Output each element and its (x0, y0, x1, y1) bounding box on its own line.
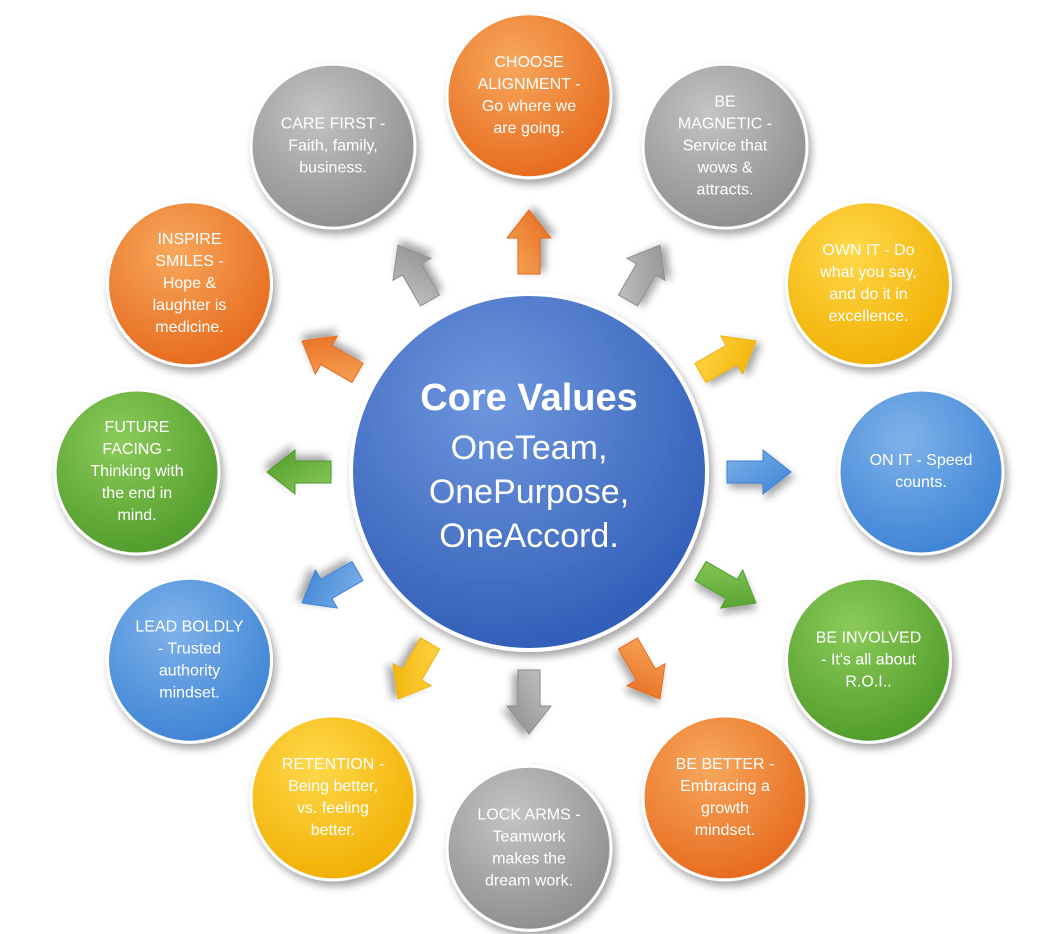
retention-circle (249, 714, 417, 882)
be-magnetic-circle (641, 62, 809, 230)
retention-label-line: RETENTION - (282, 756, 384, 773)
choose-alignment-label-line: are going. (493, 120, 564, 137)
be-magnetic-label-line: wows & (696, 159, 752, 176)
lead-boldly-label-line: mindset. (159, 684, 219, 701)
be-involved-label-line: BE INVOLVED (816, 629, 922, 646)
inspire-smiles-label-line: laughter is (153, 297, 227, 314)
choose-alignment-arrow (505, 209, 553, 275)
own-it-label-line: OWN IT - Do (822, 242, 914, 259)
inspire-smiles-arrow (301, 335, 364, 384)
lead-boldly-label-line: LEAD BOLDLY (135, 618, 244, 635)
on-it-arrow (726, 448, 792, 496)
choose-alignment-circle (445, 12, 613, 180)
own-it-label-line: and do it in (829, 286, 907, 303)
be-magnetic-label-line: Service that (683, 137, 768, 154)
care-first-label-line: CARE FIRST - (281, 115, 386, 132)
retention-label-line: better. (311, 822, 355, 839)
be-better-label-line: BE BETTER - (676, 756, 775, 773)
lock-arms-label-line: dream work. (485, 873, 573, 890)
lead-boldly-label-line: authority (159, 662, 220, 679)
own-it-arrow (694, 335, 757, 384)
center-subtitle-line: OneTeam, (451, 429, 608, 467)
retention-label-line: vs. feeling (297, 800, 369, 817)
future-facing-label-line: Thinking with (90, 463, 183, 480)
choose-alignment-label-line: CHOOSE (494, 54, 563, 71)
lead-boldly-label-line: - Trusted (158, 640, 221, 657)
on-it-label-line: counts. (895, 474, 947, 491)
lock-arms-node: LOCK ARMS - Teamwork makes the dream work. (445, 764, 613, 932)
care-first-label-line: Faith, family, (288, 137, 378, 154)
center-subtitle-line: OnePurpose, (429, 473, 629, 511)
on-it-circle (837, 388, 1005, 556)
own-it-node: OWN IT - Do what you say, and do it in exce… (785, 200, 952, 368)
future-facing-label-line: the end in (102, 485, 172, 502)
be-better-arrow (617, 637, 666, 700)
future-facing-label-line: mind. (117, 507, 156, 524)
care-first-arrow (392, 244, 441, 307)
on-it-label-line: ON IT - Speed (870, 452, 973, 469)
be-magnetic-arrow (617, 244, 666, 307)
future-facing-label-line: FACING - (102, 441, 171, 458)
lock-arms-label-line: LOCK ARMS - (477, 807, 580, 824)
lead-boldly-node: LEAD BOLDLY - Trusted authority mindset. (106, 576, 273, 744)
be-magnetic-label-line: BE (714, 93, 735, 110)
lock-arms-arrow (505, 669, 553, 735)
care-first-circle (249, 62, 417, 230)
be-better-circle (641, 714, 809, 882)
inspire-smiles-node: INSPIRE SMILES - Hope & laughter is medicine… (106, 200, 273, 368)
arrows-group (266, 209, 792, 735)
be-magnetic-label-line: attracts. (697, 181, 754, 198)
care-first-node: CARE FIRST - Faith, family, business. (249, 62, 417, 230)
lock-arms-circle (445, 764, 613, 932)
nodes-group: CHOOSE ALIGNMENT - Go where we are going. BE… (53, 12, 1005, 932)
lock-arms-label-line: Teamwork (493, 829, 567, 846)
be-better-label-line: growth (701, 800, 749, 817)
lead-boldly-arrow (301, 560, 364, 609)
lead-boldly-circle (106, 576, 273, 744)
be-involved-circle (785, 576, 952, 744)
care-first-label-line: business. (299, 159, 367, 176)
be-involved-label-line: R.O.I.. (845, 673, 891, 690)
future-facing-circle (53, 388, 221, 556)
future-facing-node: FUTURE FACING - Thinking with the end in min… (53, 388, 221, 556)
be-involved-arrow (694, 560, 757, 609)
inspire-smiles-label-line: SMILES - (155, 253, 223, 270)
future-facing-label-line: FUTURE (105, 419, 170, 436)
inspire-smiles-label-line: medicine. (155, 319, 223, 336)
own-it-circle (785, 200, 952, 368)
lock-arms-label-line: makes the (492, 851, 566, 868)
be-better-node: BE BETTER - Embracing a growth mindset. (641, 714, 809, 882)
be-magnetic-node: BE MAGNETIC - Service that wows & attracts. (641, 62, 809, 230)
retention-node: RETENTION - Being better, vs. feeling bette… (249, 714, 417, 882)
choose-alignment-label-line: ALIGNMENT - (478, 76, 581, 93)
be-involved-label-line: - It's all about (821, 651, 916, 668)
retention-arrow (392, 637, 441, 700)
be-better-label-line: mindset. (695, 822, 755, 839)
own-it-label-line: what you say, (819, 264, 917, 281)
be-magnetic-label-line: MAGNETIC - (678, 115, 772, 132)
future-facing-arrow (266, 448, 332, 496)
inspire-smiles-label-line: INSPIRE (157, 231, 221, 248)
center-subtitle-line: OneAccord. (439, 517, 619, 555)
own-it-label-line: excellence. (828, 308, 908, 325)
center-circle-shape (349, 292, 709, 652)
choose-alignment-node: CHOOSE ALIGNMENT - Go where we are going. (445, 12, 613, 180)
center-title: Core Values (420, 377, 638, 419)
inspire-smiles-circle (106, 200, 273, 368)
retention-label-line: Being better, (288, 778, 378, 795)
inspire-smiles-label-line: Hope & (163, 275, 217, 292)
choose-alignment-label-line: Go where we (482, 98, 576, 115)
on-it-node: ON IT - Speed counts. (837, 388, 1005, 556)
be-better-label-line: Embracing a (680, 778, 770, 795)
